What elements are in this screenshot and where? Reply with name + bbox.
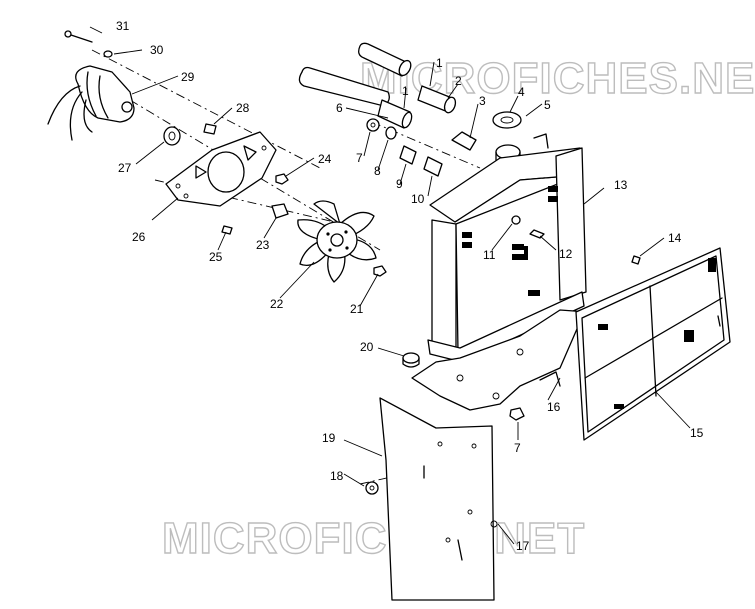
radiator	[427, 133, 587, 363]
fitting-2	[417, 85, 457, 114]
callout-29: 29	[181, 70, 195, 84]
callout-15: 15	[690, 426, 704, 440]
spacer-10	[423, 156, 443, 177]
callout-21: 21	[350, 302, 364, 316]
callout-22: 22	[270, 297, 284, 311]
nut-7-upper	[366, 118, 380, 132]
washer-8	[385, 126, 397, 140]
callout-6: 6	[336, 101, 343, 115]
screw-14	[631, 255, 641, 265]
spacer-9	[399, 145, 417, 165]
callout-14: 14	[668, 231, 682, 245]
callout-30: 30	[150, 43, 164, 57]
callout-7-upper: 7	[356, 151, 363, 165]
callout-25: 25	[209, 250, 223, 264]
callout-24: 24	[318, 152, 332, 166]
callout-31: 31	[116, 19, 130, 33]
callout-12: 12	[559, 247, 573, 261]
washer-30	[103, 50, 113, 58]
screen-panel	[575, 247, 731, 441]
fan-motor	[47, 65, 135, 141]
spacer-28	[203, 123, 217, 135]
watermark-bottom: MICROFICHES.NET	[162, 514, 585, 563]
callout-17: 17	[516, 539, 530, 553]
radiator-core-marks	[462, 186, 558, 296]
callout-28: 28	[236, 101, 250, 115]
callout-9: 9	[396, 177, 403, 191]
upper-hose	[358, 42, 412, 77]
bolt-18	[365, 481, 379, 495]
leader-lines	[89, 26, 691, 545]
nut-21	[373, 265, 387, 277]
callout-19: 19	[322, 431, 336, 445]
callout-23: 23	[256, 238, 270, 252]
fitting-1-lower	[377, 99, 413, 129]
shroud-panel	[379, 397, 498, 601]
callout-10: 10	[411, 192, 425, 206]
callout-5: 5	[544, 98, 551, 112]
callout-4: 4	[518, 85, 525, 99]
lower-hose	[298, 66, 390, 107]
callout-1-lower: 1	[402, 84, 409, 98]
radiator-cap	[492, 111, 522, 129]
callout-11: 11	[483, 248, 496, 262]
bracket-3	[451, 131, 477, 151]
callout-13: 13	[614, 178, 628, 192]
callout-1-upper: 1	[436, 56, 443, 70]
nut-24	[275, 173, 289, 185]
motor-bracket	[165, 131, 277, 207]
callout-27: 27	[118, 161, 132, 175]
callout-3: 3	[479, 94, 486, 108]
fan	[297, 200, 377, 283]
callout-26: 26	[132, 230, 146, 244]
callout-16: 16	[547, 400, 561, 414]
callout-18: 18	[330, 469, 344, 483]
grommet-20	[402, 352, 420, 368]
callout-7-lower: 7	[514, 441, 521, 455]
callout-labels: 1 1 2 3 4 5 6 7 8 9 10 11 12 13 14 15 16…	[116, 19, 704, 553]
spacer-23	[271, 203, 289, 219]
callout-20: 20	[360, 340, 374, 354]
nut-7-lower	[509, 407, 525, 421]
bushing-27	[163, 126, 181, 146]
callout-2: 2	[455, 74, 462, 88]
bolt-31	[64, 30, 93, 43]
screw-25	[221, 225, 233, 235]
callout-8: 8	[374, 164, 381, 178]
